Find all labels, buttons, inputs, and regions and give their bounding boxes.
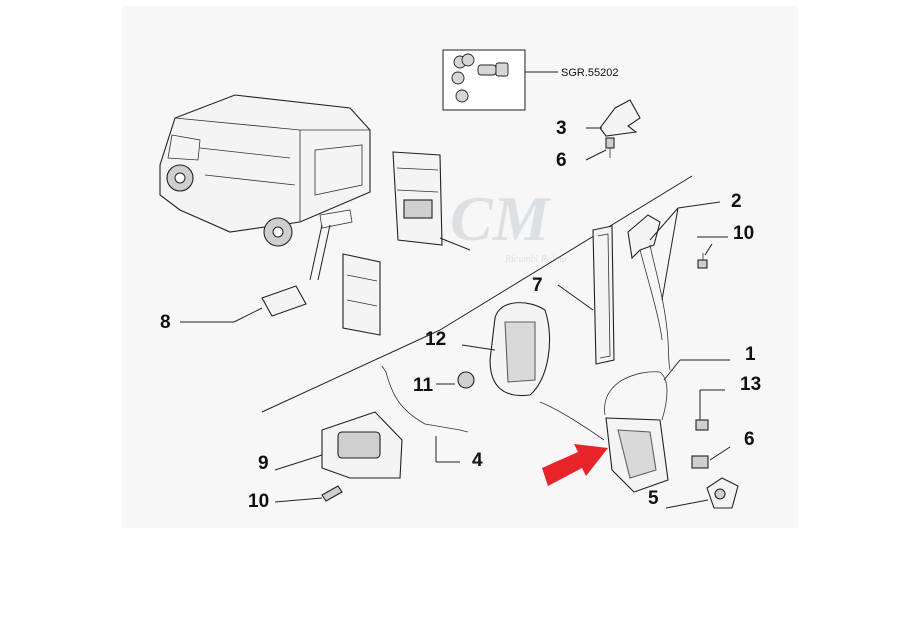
watermark-subtext: Ricambi Palma <box>504 254 567 265</box>
door-panels <box>309 224 381 336</box>
part-3-bracket <box>586 99 641 137</box>
reference-box: SGR.55202 <box>442 49 618 111</box>
part-6-bolt-lower <box>691 446 731 469</box>
rear-door-detail <box>392 151 471 251</box>
callout-number: 11 <box>413 375 434 396</box>
callout-number: 9 <box>258 453 269 474</box>
callout-number: 8 <box>160 312 171 333</box>
part-4-rod <box>381 365 469 463</box>
callout-number: 2 <box>731 191 742 212</box>
callout-number: 10 <box>248 491 269 512</box>
callout-number: 6 <box>556 150 567 171</box>
part-5-striker <box>665 477 739 509</box>
part-2-release-lever <box>627 201 721 371</box>
part-7-seal-strip <box>557 225 615 365</box>
part-13-bolt <box>695 389 725 431</box>
callout-number: 7 <box>532 275 543 296</box>
callout-number: 13 <box>740 374 761 395</box>
highlight-arrow <box>542 444 608 486</box>
part-9-plate <box>274 411 403 479</box>
callout-number: 1 <box>745 344 756 365</box>
reference-code: SGR.55202 <box>561 67 618 79</box>
part-12-handle-assembly <box>461 302 551 397</box>
callout-number: 5 <box>648 488 659 509</box>
callout-number: 3 <box>556 118 567 139</box>
part-1-lock-mechanism <box>539 359 730 493</box>
divider-line-upper <box>439 175 693 331</box>
part-8-pad <box>180 285 307 323</box>
part-11-nut <box>457 371 475 389</box>
callout-number: 12 <box>425 329 446 350</box>
divider-line-lower <box>261 329 441 413</box>
callout-number: 4 <box>472 450 483 471</box>
part-10-screw-upper <box>697 243 713 269</box>
callout-number: 10 <box>733 223 754 244</box>
callout-number: 6 <box>744 429 755 450</box>
part-6-bolt-upper <box>585 137 615 161</box>
watermark-text: CM <box>450 183 552 254</box>
watermark-logo: CM Ricambi Palma <box>450 183 567 265</box>
part-10-screw-lower <box>274 485 343 503</box>
van-illustration <box>159 94 371 247</box>
